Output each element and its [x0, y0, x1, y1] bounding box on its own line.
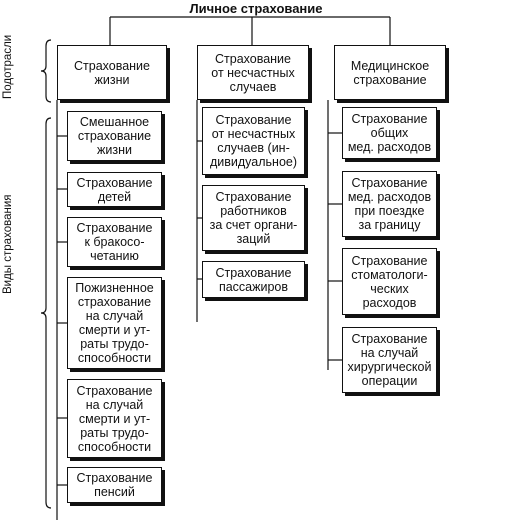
life-item-marriage: Страхование к бракосо- четанию: [67, 217, 162, 267]
accident-item-employees: Страхование работников за счет органи- з…: [202, 185, 305, 251]
subsectors-brace: [40, 39, 52, 103]
accident-item-passengers: Страхование пассажиров: [202, 261, 305, 298]
medical-item-general: Страхование общих мед. расходов: [342, 107, 437, 159]
life-item-children: Страхование детей: [67, 172, 162, 207]
subsectors-label: Подотрасли: [2, 34, 14, 99]
types-label: Виды страхования: [2, 194, 14, 294]
diagram-title: Личное страхование: [189, 1, 323, 16]
medical-item-dental: Страхование стоматологи- ческих расходов: [342, 248, 437, 315]
life-item-death-disability: Страхование на случай смерти и ут- раты …: [67, 379, 162, 458]
medical-item-abroad: Страхование мед. расходов при поездке за…: [342, 171, 437, 237]
header-life-insurance: Страхование жизни: [57, 45, 167, 100]
life-item-lifetime: Пожизненное страхование на случай смерти…: [67, 277, 162, 369]
life-item-pensions: Страхование пенсий: [67, 467, 162, 503]
header-medical-insurance: Медицинское страхование: [334, 45, 446, 100]
medical-item-surgery: Страхование на случай хирургической опер…: [342, 327, 437, 393]
types-brace: [40, 117, 52, 509]
header-accident-insurance: Страхование от несчастных случаев: [197, 45, 309, 100]
life-item-mixed: Смешанное страхование жизни: [67, 111, 162, 161]
accident-item-individual: Страхование от несчастных случаев (ин- д…: [202, 107, 305, 175]
